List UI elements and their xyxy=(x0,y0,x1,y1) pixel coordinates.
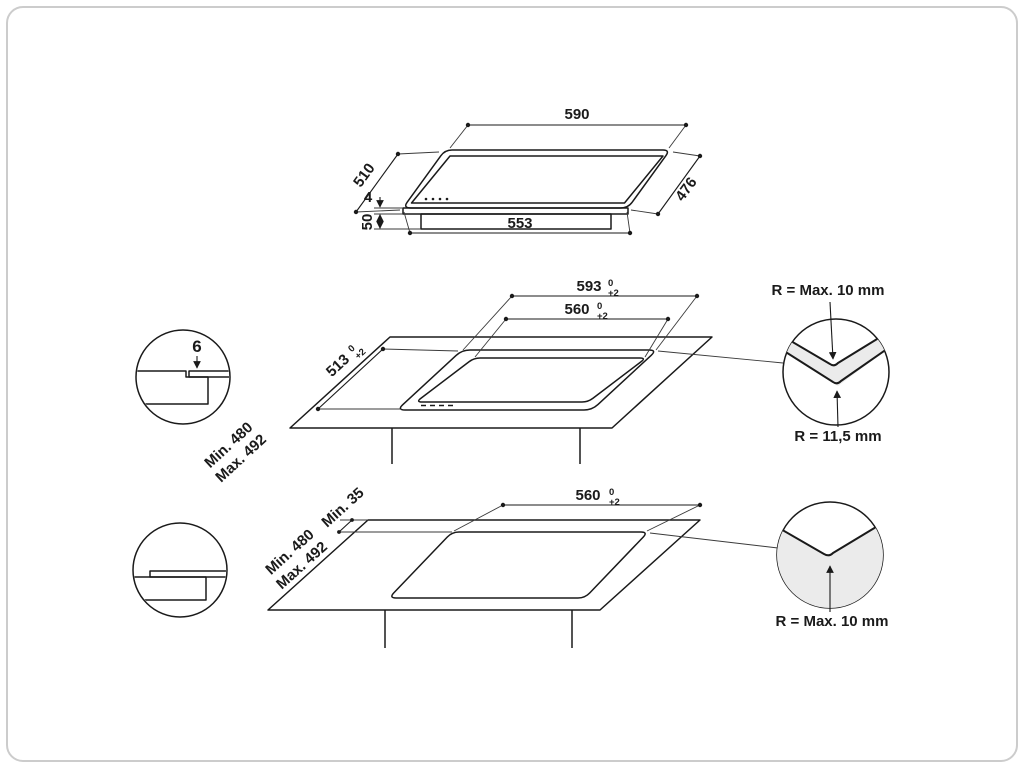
countertop-flush xyxy=(289,336,713,429)
cutout-corner-line xyxy=(777,520,883,557)
dim-560-surface-label: 560 xyxy=(575,487,600,504)
dim-593-tol-lower: +2 xyxy=(608,288,619,299)
dim-593-tol-upper: 0 xyxy=(608,278,613,289)
dim-560-flush: 560 0 +2 xyxy=(474,301,671,358)
radius-max10-arrow xyxy=(828,301,837,360)
detail-circle-rabbet xyxy=(135,329,231,425)
recess-outline xyxy=(399,349,655,411)
hob-body-base xyxy=(420,213,612,230)
radius-max10-surface-label: R = Max. 10 mm xyxy=(776,613,889,630)
dim-560-surface-tol-upper: 0 xyxy=(609,487,614,498)
detail-radius-flush: R = Max. 10 mm R = 11,5 mm xyxy=(772,282,890,445)
detail-circle-surface xyxy=(132,522,228,618)
dim-560-surface-tol-lower: +2 xyxy=(609,497,620,508)
outer-corner-line xyxy=(783,327,889,367)
dim-513-tol-upper: 0 xyxy=(346,343,357,355)
dim-593: 593 0 +2 xyxy=(462,278,700,351)
detail-surface-section xyxy=(132,522,228,618)
hob-glass-inner-edge xyxy=(410,155,664,204)
radius-max10-flush-label: R = Max. 10 mm xyxy=(772,282,885,299)
cutout-outline-flush xyxy=(417,357,645,403)
detail-6-label: 6 xyxy=(192,337,201,356)
glass-section-surface xyxy=(149,570,226,578)
leader-to-radius-detail-surface xyxy=(649,532,779,549)
dim-593-label: 593 xyxy=(576,278,601,295)
dim-590: 590 xyxy=(449,106,689,149)
image-frame-border xyxy=(6,6,1018,762)
hob-control-dots xyxy=(424,197,449,201)
leader-to-radius-detail-flush xyxy=(657,350,784,364)
dim-553: 553 xyxy=(403,211,633,236)
dim-560-flush-label: 560 xyxy=(564,301,589,318)
detail-circle-radius-flush xyxy=(782,318,890,426)
dim-560-flush-tol-upper: 0 xyxy=(597,301,602,312)
dim-560-surface: 560 0 +2 xyxy=(453,487,703,532)
cutout-outline-surface xyxy=(391,531,646,599)
dim-590-label: 590 xyxy=(564,106,589,123)
radius-115-label: R = 11,5 mm xyxy=(794,428,881,445)
dim-4-and-50: 4 50 xyxy=(359,189,421,230)
dim-553-label: 553 xyxy=(507,215,532,232)
radius-115-arrow xyxy=(833,390,842,428)
dim-560-flush-tol-lower: +2 xyxy=(597,311,608,322)
detail-radius-surface: R = Max. 10 mm xyxy=(776,501,889,630)
countertop-surface xyxy=(267,519,701,611)
hob-glass-front-edge xyxy=(402,207,629,215)
inner-corner-line xyxy=(783,341,889,385)
ledge-band xyxy=(783,328,889,386)
glass-section-flush xyxy=(188,370,229,378)
detail-rabbet-section: 6 xyxy=(135,329,231,425)
dim-50-label: 50 xyxy=(359,214,376,231)
dim-4-label: 4 xyxy=(364,189,373,206)
